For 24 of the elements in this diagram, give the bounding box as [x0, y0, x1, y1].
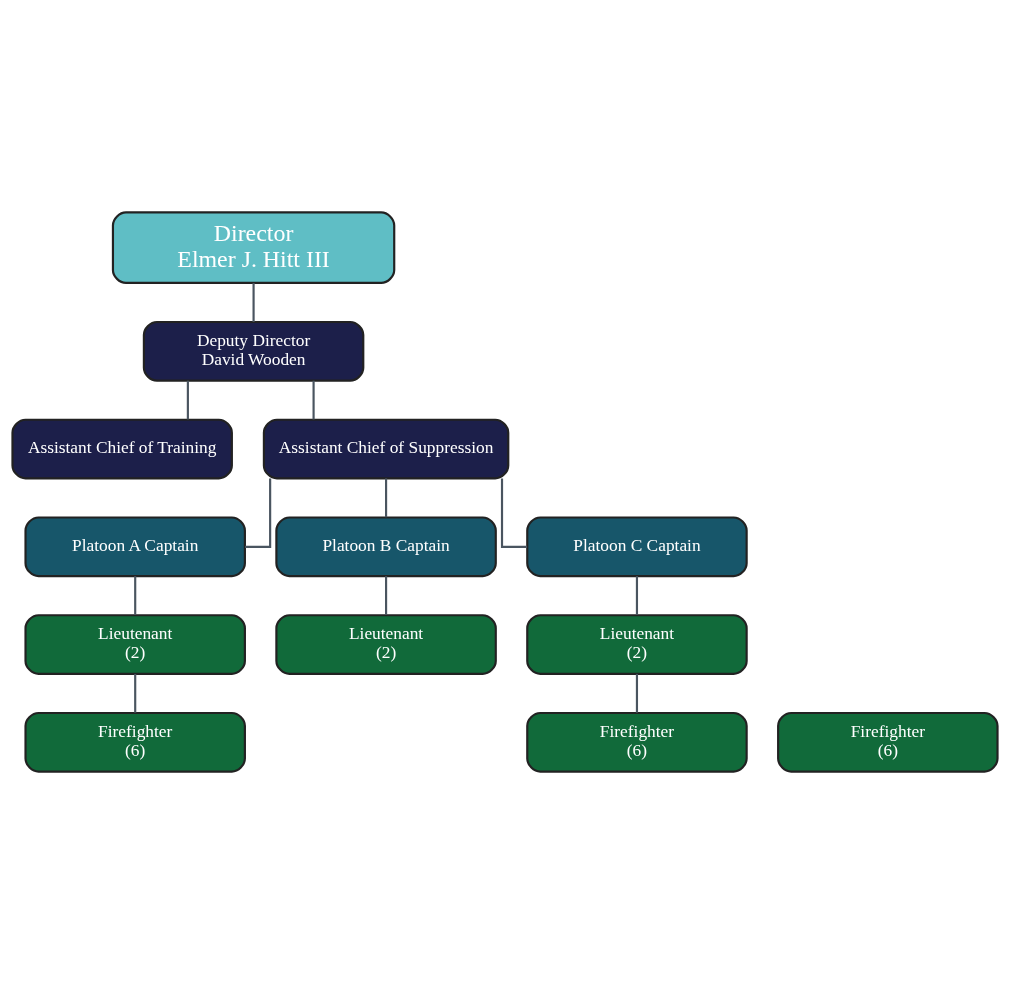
node-box: Deputy Director David Wooden: [142, 320, 365, 382]
connector: [312, 380, 315, 420]
node-box: Lieutenant (2): [275, 614, 497, 675]
connector: [635, 673, 639, 713]
connector: [186, 380, 189, 420]
node-box: Platoon B Captain: [275, 516, 497, 578]
node-box: Platoon A Captain: [24, 516, 246, 578]
node-box: Assistant Chief of Suppression: [262, 418, 510, 480]
node-box: Lieutenant (2): [526, 614, 748, 675]
connector: [385, 478, 388, 518]
connector: [245, 478, 272, 548]
node-box: Lieutenant (2): [24, 614, 246, 675]
node-box: Firefighter (6): [24, 711, 246, 773]
node-box: Firefighter (6): [526, 711, 748, 773]
connector: [252, 283, 255, 322]
connector: [635, 576, 639, 615]
connector: [500, 478, 528, 548]
node-box: Director Elmer J. Hitt III: [111, 211, 396, 285]
connector: [134, 673, 137, 713]
node-box: Firefighter (6): [777, 711, 999, 773]
node-box: Assistant Chief of Training: [11, 418, 233, 480]
connector: [134, 576, 137, 615]
connector: [385, 576, 388, 615]
node-box: Platoon C Captain: [526, 516, 748, 578]
